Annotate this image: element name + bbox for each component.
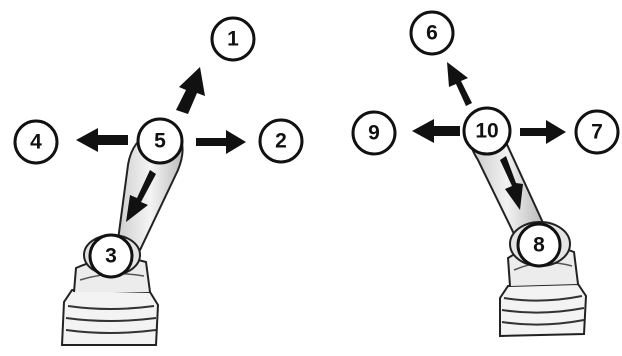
callout-1-label: 1 bbox=[227, 28, 239, 51]
callout-5-label: 5 bbox=[154, 130, 166, 153]
callout-7: 7 bbox=[574, 109, 620, 155]
callout-2-label: 2 bbox=[275, 130, 287, 153]
callout-4: 4 bbox=[13, 119, 59, 165]
left-arrow-forward bbox=[176, 67, 205, 114]
callout-3: 3 bbox=[88, 233, 134, 279]
left-arrow-right bbox=[196, 130, 246, 154]
left-arrow-back bbox=[126, 170, 156, 222]
callout-9: 9 bbox=[351, 110, 397, 156]
right-arrow-back bbox=[500, 156, 523, 210]
callout-1: 1 bbox=[210, 16, 256, 62]
left-joystick: 1 2 3 4 5 bbox=[13, 16, 304, 346]
callout-10: 10 bbox=[462, 106, 512, 156]
callout-8-label: 8 bbox=[533, 234, 545, 257]
right-arrow-forward bbox=[447, 62, 472, 106]
callout-4-label: 4 bbox=[30, 131, 42, 154]
right-arrow-left bbox=[412, 119, 460, 143]
callout-6-label: 6 bbox=[426, 22, 438, 45]
callout-10-label: 10 bbox=[475, 120, 498, 143]
callout-8: 8 bbox=[516, 222, 562, 268]
callout-3-label: 3 bbox=[105, 245, 117, 268]
right-arrow-right bbox=[520, 120, 566, 144]
callout-6: 6 bbox=[409, 10, 455, 56]
callout-7-label: 7 bbox=[591, 121, 603, 144]
right-joystick: 6 7 8 9 10 bbox=[351, 10, 620, 338]
callout-5: 5 bbox=[136, 117, 184, 165]
callout-2: 2 bbox=[258, 118, 304, 164]
left-arrow-left bbox=[76, 128, 128, 152]
callout-9-label: 9 bbox=[368, 122, 380, 145]
